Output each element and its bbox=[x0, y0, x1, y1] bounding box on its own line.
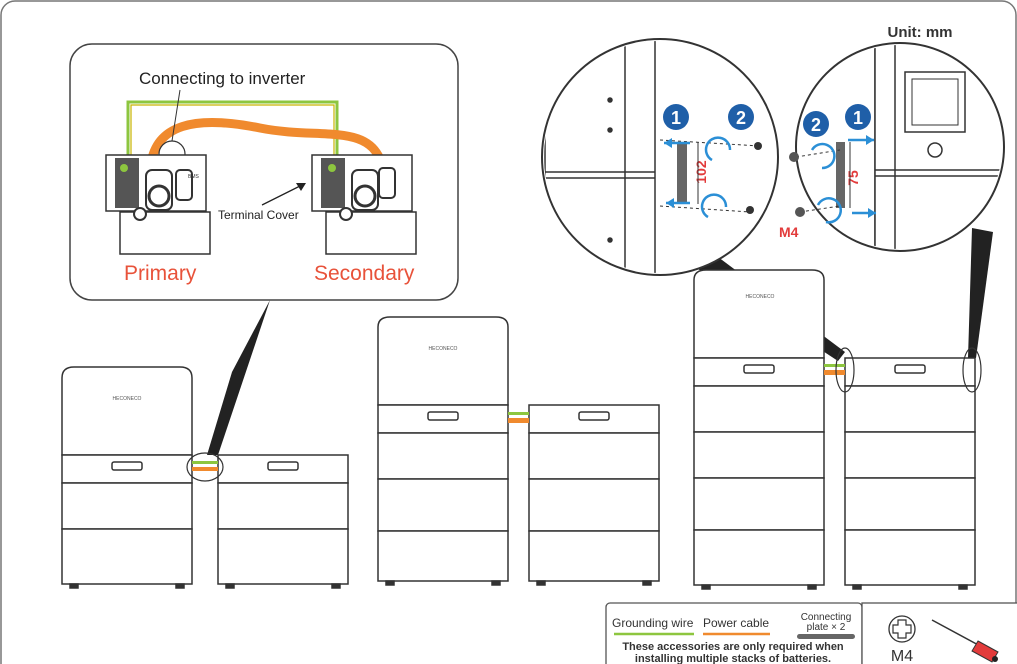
svg-text:1: 1 bbox=[671, 108, 681, 128]
legend-note-line1: These accessories are only required when bbox=[622, 641, 844, 653]
primary-label: Primary bbox=[124, 262, 197, 285]
battery-stack-3: HECONECO bbox=[693, 269, 976, 590]
ground-wire-stack2 bbox=[508, 412, 529, 415]
svg-text:HECONECO: HECONECO bbox=[746, 294, 775, 300]
svg-text:2: 2 bbox=[811, 115, 821, 135]
ground-wire-stack1 bbox=[192, 461, 218, 464]
unit-label: Unit: mm bbox=[888, 24, 953, 41]
svg-text:2: 2 bbox=[736, 108, 746, 128]
terminal-cover-arrow bbox=[261, 185, 301, 206]
svg-text:BMS: BMS bbox=[188, 174, 200, 180]
step-1-badge-right bbox=[845, 104, 871, 130]
battery-stack-2: HECONECO bbox=[377, 316, 660, 586]
legend-power-cable: Power cable bbox=[703, 616, 769, 630]
connecting-plate-left bbox=[677, 142, 687, 204]
svg-text:1: 1 bbox=[853, 108, 863, 128]
legend-plate-line1: Connecting bbox=[801, 612, 852, 623]
legend-plate-icon bbox=[797, 634, 855, 639]
accessory-legend: Grounding wire Power cable Connecting pl… bbox=[605, 602, 1017, 664]
dimension-right: 75 bbox=[845, 170, 861, 186]
m4-screw-icon bbox=[888, 615, 916, 643]
legend-plate-line2: plate × 2 bbox=[807, 622, 846, 633]
screwdriver-icon bbox=[931, 619, 999, 663]
legend-note-line2: installing multiple stacks of batteries. bbox=[635, 653, 831, 664]
secondary-battery-inset bbox=[311, 154, 417, 255]
connecting-label: Connecting to inverter bbox=[139, 69, 306, 88]
primary-battery-inset: BMS bbox=[105, 154, 211, 255]
step-2-badge-right bbox=[803, 111, 829, 137]
legend-screw-label: M4 bbox=[891, 648, 913, 664]
svg-text:HECONECO: HECONECO bbox=[429, 346, 458, 352]
power-cable-stack3 bbox=[824, 370, 845, 375]
screw-label-right: M4 bbox=[779, 224, 799, 240]
power-cable-inset bbox=[145, 118, 387, 181]
ground-wire-stack3 bbox=[824, 364, 845, 367]
power-cable-stack1 bbox=[192, 467, 218, 471]
terminal-cover-label: Terminal Cover bbox=[218, 208, 299, 222]
dimension-left: 102 bbox=[693, 160, 709, 184]
connecting-plate-right bbox=[836, 142, 845, 208]
detail-circle-right: 75 2 1 M4 bbox=[779, 42, 1005, 358]
power-cable-stack2 bbox=[508, 418, 529, 423]
step-2-badge-left bbox=[728, 104, 754, 130]
legend-grounding-wire: Grounding wire bbox=[612, 616, 694, 630]
wiring-inset: Connecting to inverter BMS Ter bbox=[69, 43, 459, 455]
secondary-label: Secondary bbox=[314, 262, 415, 285]
step-1-badge-left bbox=[663, 104, 689, 130]
inset-pointer-left bbox=[207, 300, 270, 455]
svg-text:HECONECO: HECONECO bbox=[113, 396, 142, 402]
battery-stack-1: HECONECO bbox=[61, 366, 349, 589]
